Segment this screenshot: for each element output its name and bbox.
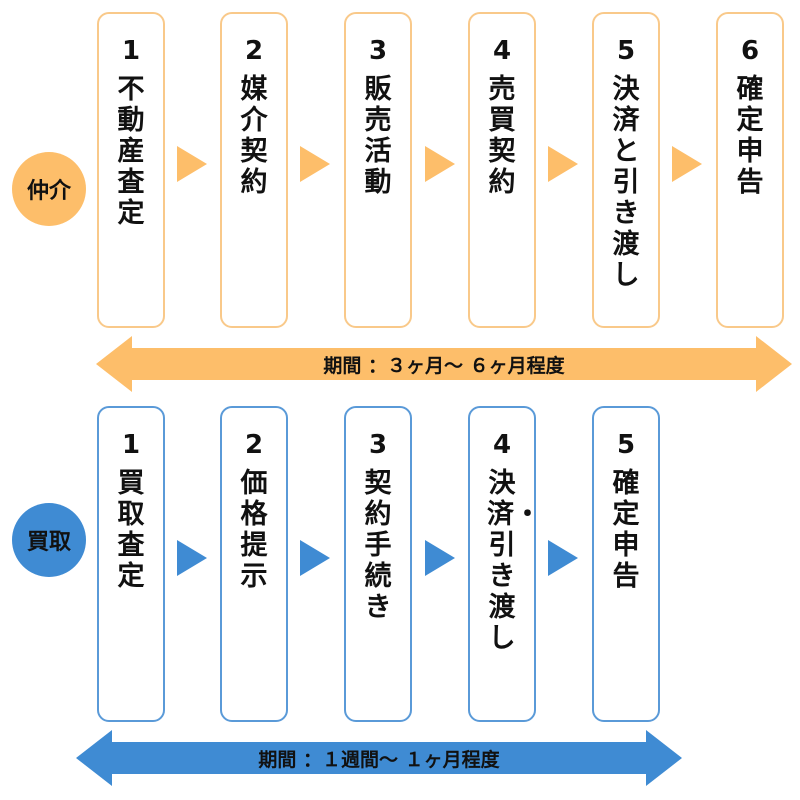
broker-step-5: 5 決済と引き渡し: [592, 12, 660, 328]
arrow-right-icon: [425, 146, 455, 182]
step-label: 売買契約: [488, 74, 516, 198]
step-number: 2: [244, 36, 264, 66]
step-label: 価格提示: [240, 468, 268, 592]
step-number: 1: [121, 36, 141, 66]
purchase-period-label: 期間 ：１週間〜 １ヶ月程度: [258, 748, 500, 771]
step-label: 決済と引き渡し: [612, 74, 640, 291]
purchase-step-1: 1 買取査定: [97, 406, 165, 722]
step-label: 契約手続き: [364, 468, 392, 623]
purchase-step-4: 4 決済・引き渡し: [468, 406, 541, 722]
step-number: 1: [121, 430, 141, 460]
arrow-right-icon: [300, 146, 330, 182]
purchase-step-2: 2 価格提示: [220, 406, 288, 722]
arrow-right-icon: [672, 146, 702, 182]
broker-period-label: 期間 ：３ヶ月〜 ６ヶ月程度: [323, 354, 565, 377]
broker-step-3: 3 販売活動: [344, 12, 412, 328]
broker-step-2: 2 媒介契約: [220, 12, 288, 328]
arrow-right-icon: [300, 540, 330, 576]
step-label: 不動産査定: [117, 74, 145, 229]
broker-step-6: 6 確定申告: [716, 12, 784, 328]
step-number: 5: [616, 430, 636, 460]
step-label: 買取査定: [117, 468, 145, 592]
purchase-label: 買取: [26, 530, 71, 555]
arrow-right-icon: [177, 540, 207, 576]
step-label: 確定申告: [736, 74, 764, 198]
arrow-right-icon: [548, 540, 578, 576]
step-label: 媒介契約: [240, 74, 268, 198]
arrow-right-icon: [425, 540, 455, 576]
step-number: 3: [368, 36, 388, 66]
broker-label: 仲介: [26, 179, 71, 204]
double-arrow-icon: [96, 336, 792, 392]
purchase-step-5: 5 確定申告: [592, 406, 660, 722]
step-number: 2: [244, 430, 264, 460]
purchase-step-3: 3 契約手続き: [344, 406, 412, 722]
arrow-right-icon: [177, 146, 207, 182]
step-label: 販売活動: [364, 74, 392, 198]
broker-label-circle: 仲介: [12, 152, 86, 226]
purchase-label-circle: 買取: [12, 503, 86, 577]
broker-step-1: 1 不動産査定: [97, 12, 165, 328]
step-label: 確定申告: [612, 468, 640, 592]
step-number: 6: [740, 36, 760, 66]
double-arrow-icon: [76, 730, 682, 786]
step-number: 3: [368, 430, 388, 460]
broker-step-4: 4 売買契約: [468, 12, 536, 328]
step-number: 4: [492, 36, 512, 66]
step-number: 4: [492, 430, 512, 460]
arrow-right-icon: [548, 146, 578, 182]
step-number: 5: [616, 36, 636, 66]
